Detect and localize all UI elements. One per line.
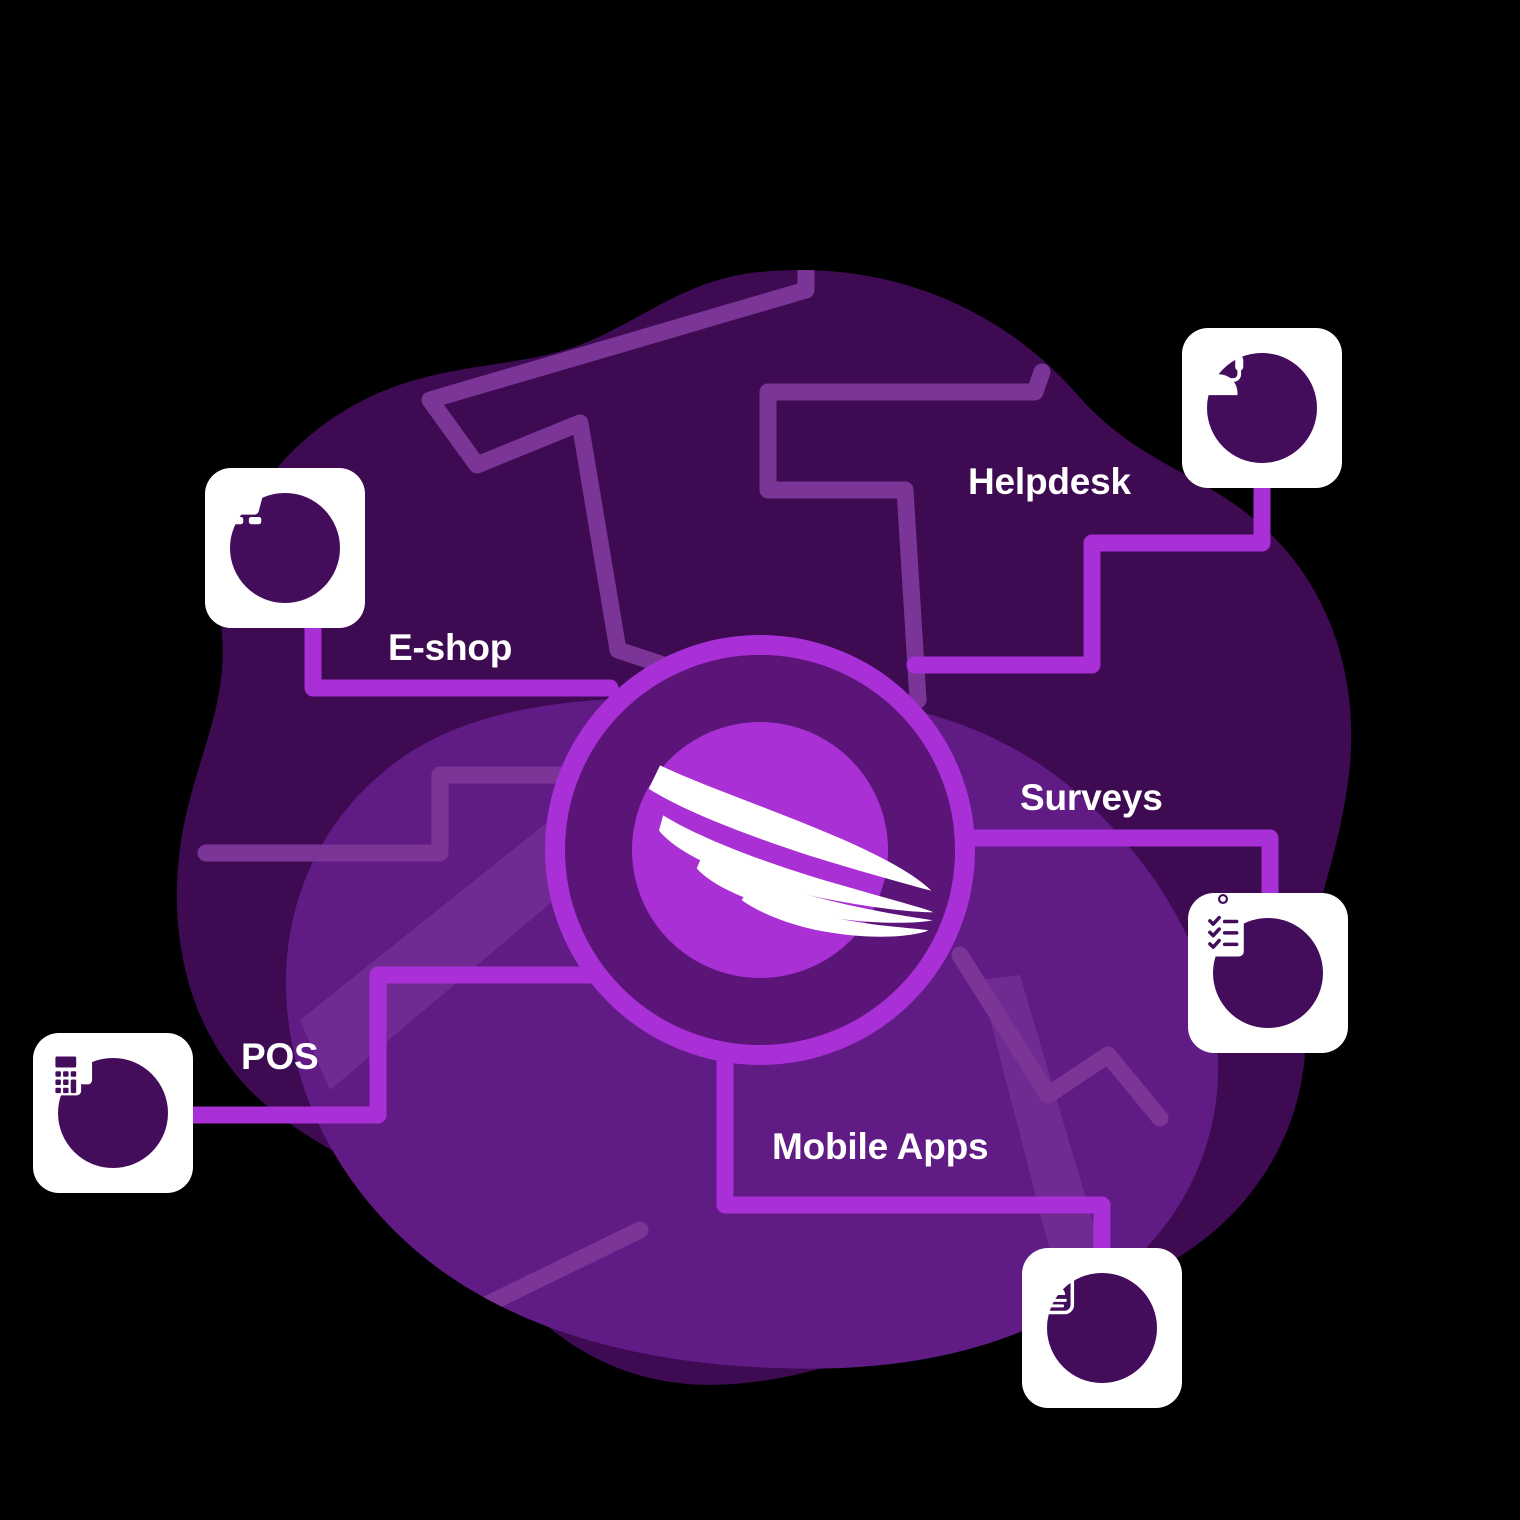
node-card-e-shop[interactable] — [205, 468, 365, 628]
hub-outer-ring — [545, 635, 975, 1065]
node-label-surveys: Surveys — [1020, 777, 1163, 818]
connector-mobile-apps — [716, 1031, 1111, 1269]
clipboard-checklist-icon — [1202, 893, 1323, 1028]
center-hub — [545, 635, 975, 1065]
connector-helpdesk — [906, 481, 1271, 674]
node-card-mobile-apps[interactable] — [1022, 1248, 1182, 1408]
payment-terminal-icon — [50, 1036, 168, 1168]
node-card-pos[interactable] — [33, 1033, 193, 1193]
wing-logo-icon — [648, 765, 934, 937]
connector-surveys — [946, 829, 1279, 909]
headset-support-icon — [1194, 336, 1317, 463]
connector-e-shop — [304, 618, 619, 697]
node-card-surveys[interactable] — [1188, 893, 1348, 1053]
smartphone-user-icon — [1039, 1251, 1157, 1383]
node-label-pos: POS — [241, 1036, 319, 1077]
node-card-helpdesk[interactable] — [1182, 328, 1342, 488]
node-label-e-shop: E-shop — [388, 627, 513, 668]
shopping-cart-icon — [212, 478, 340, 603]
connector-pos — [181, 966, 629, 1124]
node-label-mobile-apps: Mobile Apps — [772, 1126, 989, 1167]
connector-lines — [181, 481, 1279, 1269]
node-label-helpdesk: Helpdesk — [968, 461, 1131, 502]
